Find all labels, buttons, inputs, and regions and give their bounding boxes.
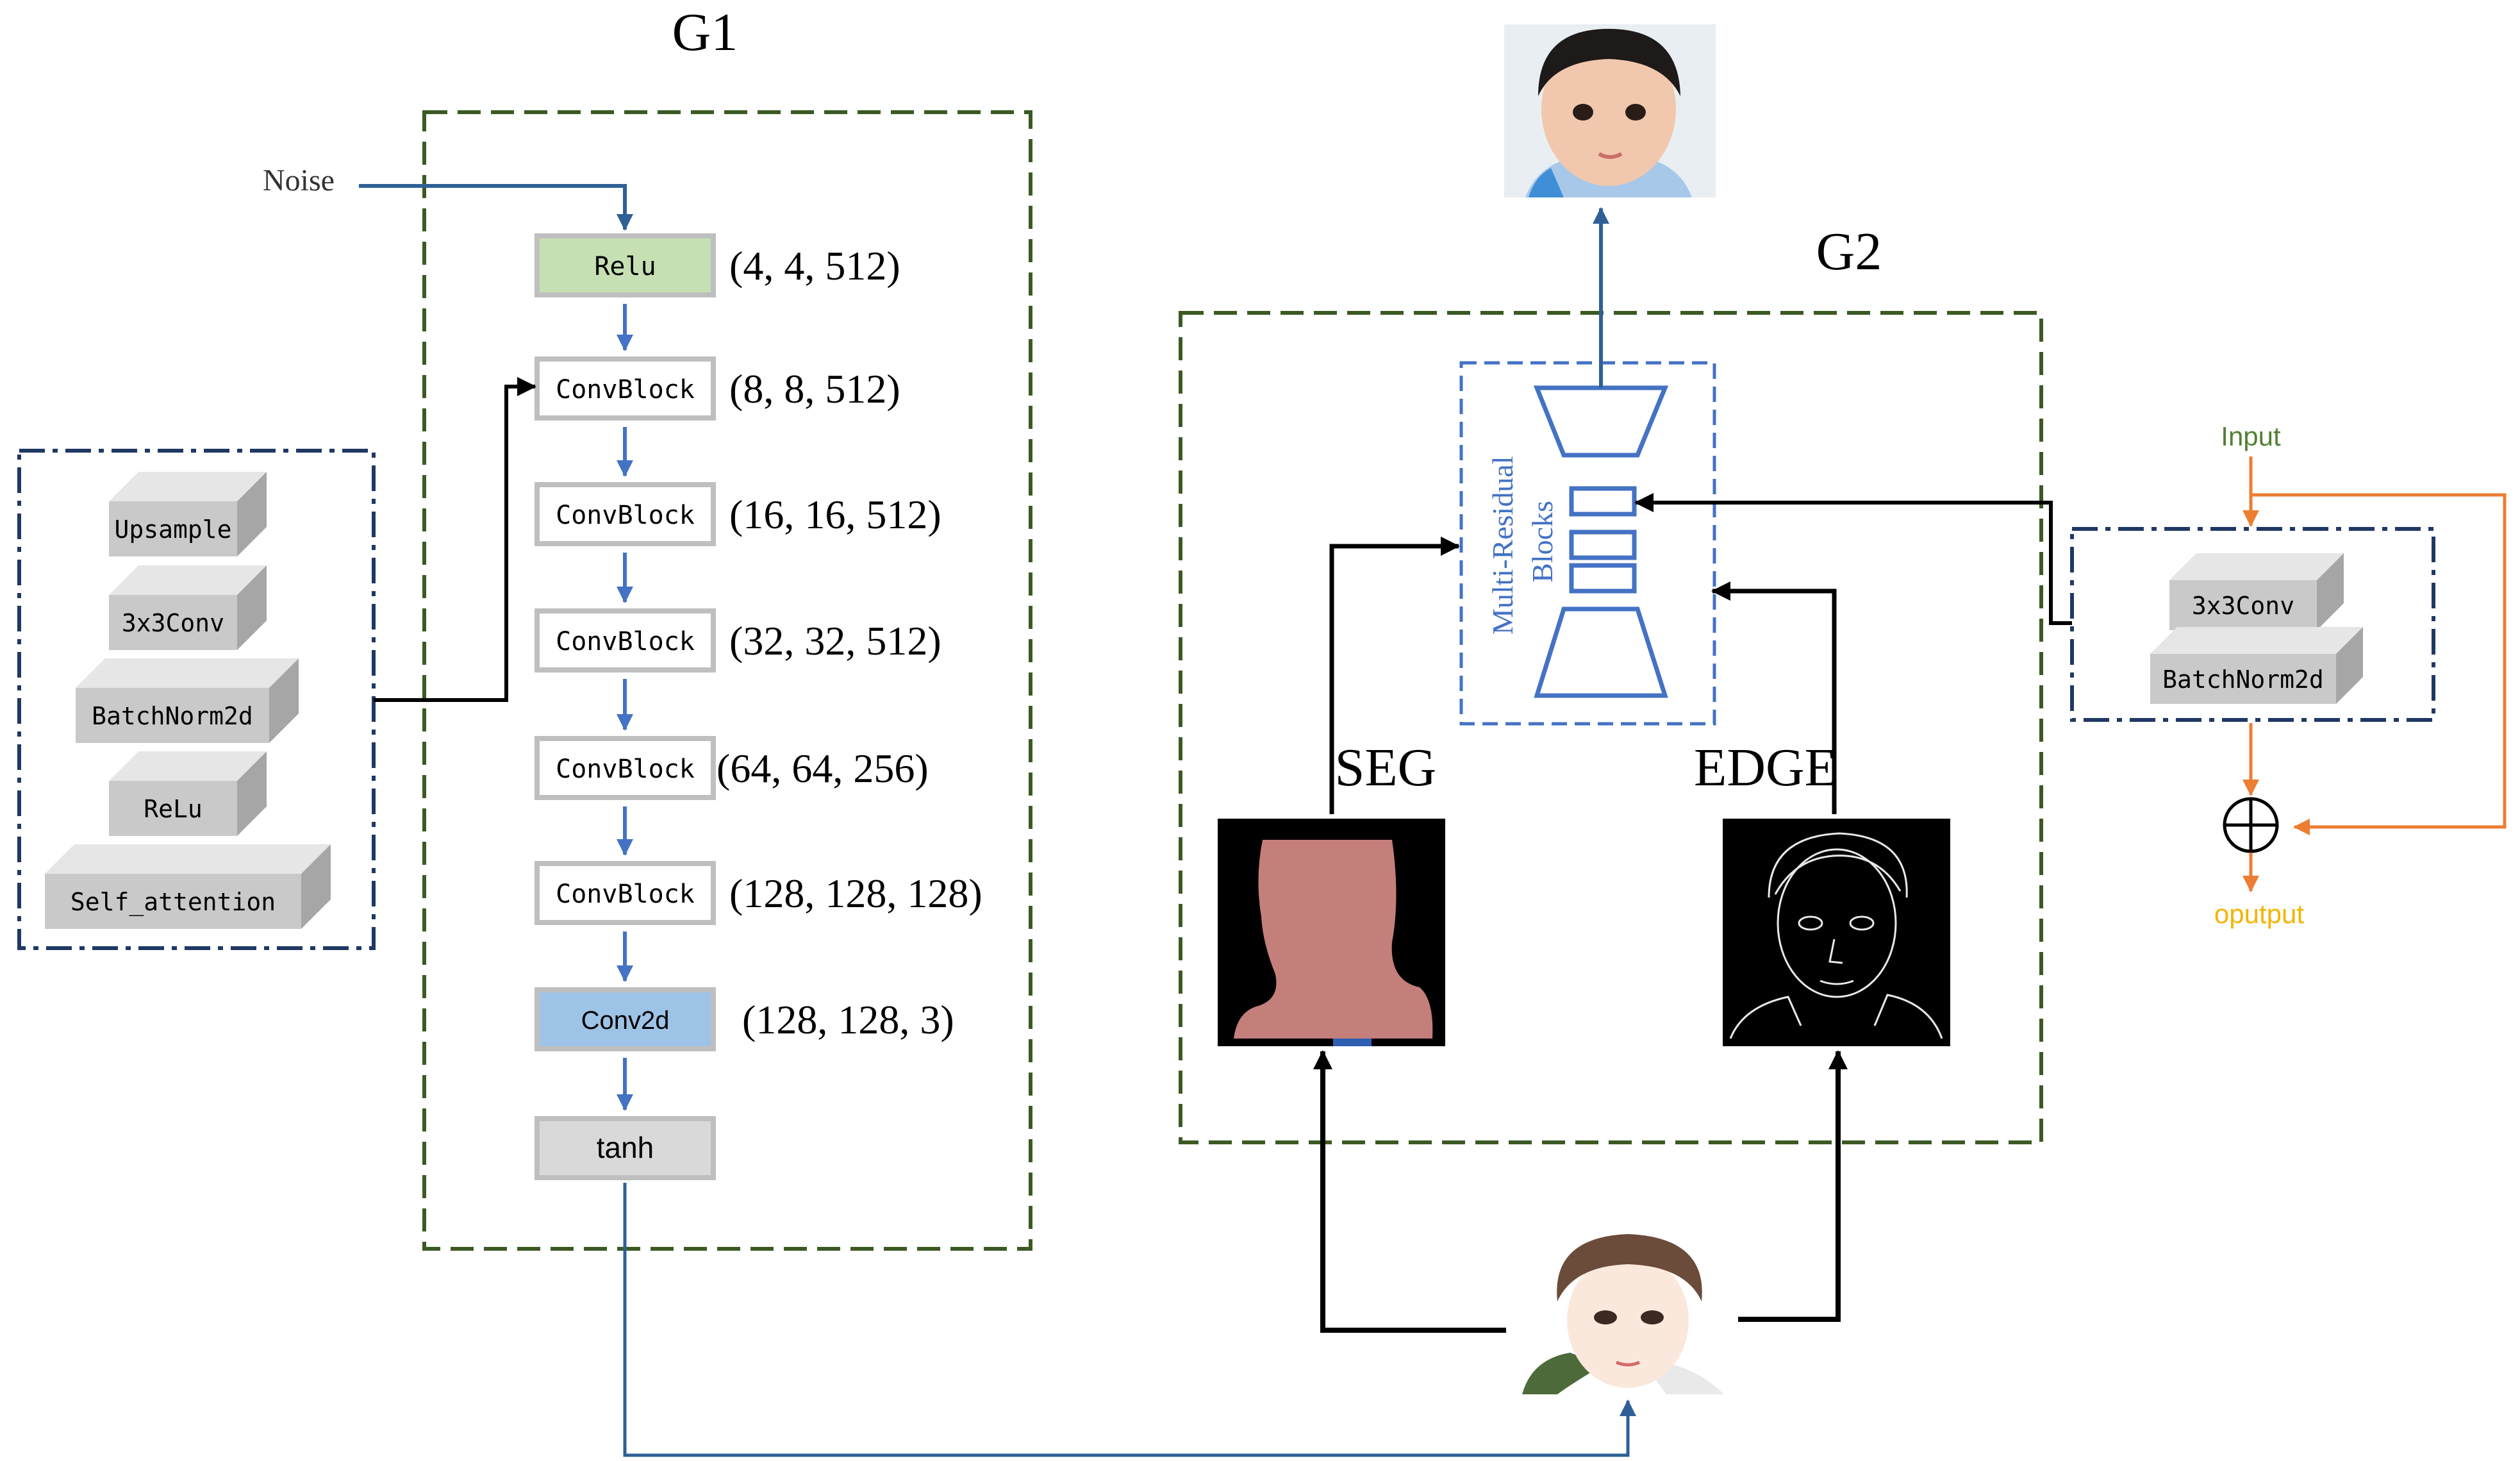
noise-label: Noise <box>263 163 335 197</box>
convblock-item-label: ReLu <box>144 795 203 823</box>
convblock-item-label: BatchNorm2d <box>92 702 253 730</box>
cartoon-to-seg-arrow <box>1313 1050 1506 1333</box>
seg-map-image <box>1218 819 1445 1046</box>
residual-item-label: BatchNorm2d <box>2162 665 2324 694</box>
g1-layer-label: Relu <box>594 252 656 281</box>
g1-layer-shape: (8, 8, 512) <box>729 366 900 412</box>
convblock-item-label: 3x3Conv <box>122 609 224 637</box>
edge-label: EDGE <box>1694 738 1837 797</box>
convblock-to-g1-arrow <box>374 377 536 702</box>
g1-layer-label: Conv2d <box>581 1006 670 1035</box>
g1-layer-box <box>535 861 716 925</box>
g1-layer-box <box>535 608 716 672</box>
g1-output-line <box>623 1183 1636 1457</box>
edge-to-generator-arrow <box>1711 581 1837 814</box>
seg-to-generator-arrow <box>1329 537 1460 814</box>
generator-shape <box>1533 385 1669 698</box>
residual-to-generator-arrow <box>1634 493 2072 625</box>
generator-label-line1: Multi-Residual <box>1486 456 1519 635</box>
convblock-item-label: Upsample <box>114 515 231 544</box>
convblock-item: ReLu <box>109 751 267 836</box>
g1-layer-label: ConvBlock <box>556 375 695 405</box>
g1-layer-label: ConvBlock <box>556 627 695 656</box>
convblock-item: Upsample <box>109 472 267 556</box>
g1-layer-box <box>535 1116 716 1180</box>
real-photo <box>1504 24 1716 197</box>
seg-label: SEG <box>1335 738 1437 797</box>
residual-output-label: oputput <box>2214 899 2304 929</box>
g1-layer-label: ConvBlock <box>556 755 695 784</box>
cartoon-to-edge-arrow <box>1738 1050 1848 1322</box>
g1-layer-shape: (4, 4, 512) <box>729 243 900 288</box>
g1-layer-shape: (128, 128, 128) <box>729 871 982 916</box>
residual-item: 3x3Conv <box>2169 553 2344 630</box>
g1-layer-box <box>535 736 716 800</box>
residual-item-label: 3x3Conv <box>2192 592 2294 620</box>
residual-input-label: Input <box>2221 421 2281 451</box>
convblock-item: BatchNorm2d <box>76 658 299 743</box>
g1-layer-label: ConvBlock <box>556 501 695 530</box>
generator-frame <box>1459 361 1716 726</box>
g1-layer-label: tanh <box>597 1131 654 1164</box>
g1-layer-shape: (16, 16, 512) <box>729 492 941 537</box>
generator-label: Multi-Residual Blocks <box>1486 449 1559 635</box>
g1-layer-box <box>535 987 716 1051</box>
g1-layer-box <box>535 482 716 546</box>
g2-dashed-frame <box>1179 311 2043 1144</box>
g1-title: G1 <box>672 3 738 62</box>
g1-dashed-frame <box>422 110 1032 1251</box>
convblock-item: 3x3Conv <box>109 565 267 650</box>
g1-layer-shape: (128, 128, 3) <box>742 997 954 1042</box>
g1-layer-stack: Relu (4, 4, 512) ConvBlock (8, 8, 512) ConvB… <box>535 233 982 1180</box>
convblock-item-label: Self_attention <box>70 888 276 917</box>
residual-skip-line <box>2251 493 2507 835</box>
add-icon <box>2223 797 2279 853</box>
g1-layer-box <box>535 233 716 297</box>
convblock-item: Self_attention <box>45 844 331 929</box>
g1-layer-label: ConvBlock <box>556 880 695 909</box>
edge-map-image <box>1723 819 1950 1046</box>
g2-title: G2 <box>1816 222 1882 281</box>
convblock-detail-items: Upsample 3x3ConvBatchNorm2dReLuSelf_atten… <box>45 472 331 929</box>
g1-layer-shape: (32, 32, 512) <box>729 618 941 664</box>
g1-layer-shape: (64, 64, 256) <box>717 746 929 791</box>
g1-layer-box <box>535 356 716 421</box>
noise-arrow <box>359 184 633 231</box>
generator-label-line2: Blocks <box>1526 501 1559 583</box>
residual-item: BatchNorm2d <box>2150 627 2363 704</box>
cartoon-image <box>1519 1231 1727 1394</box>
